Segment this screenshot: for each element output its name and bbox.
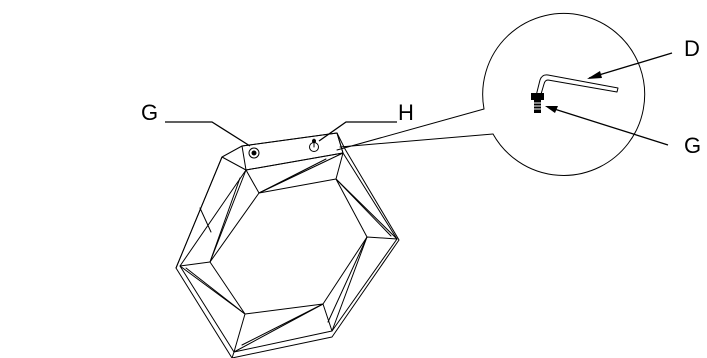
label-g-right: G — [684, 133, 701, 158]
label-h: H — [398, 100, 414, 125]
screw-g-left — [248, 147, 260, 159]
hex-key-tool — [534, 74, 619, 102]
callout-h: H — [318, 100, 414, 142]
detail-screw — [531, 93, 544, 113]
callout-g-right: G — [545, 106, 701, 158]
screw-h — [309, 138, 319, 152]
hexagonal-housing — [175, 132, 400, 358]
detail-magnifier — [336, 12, 646, 176]
label-d: D — [684, 36, 700, 61]
callout-g-left: G — [141, 100, 251, 147]
callout-d: D — [587, 36, 700, 79]
label-g-left: G — [141, 100, 158, 125]
